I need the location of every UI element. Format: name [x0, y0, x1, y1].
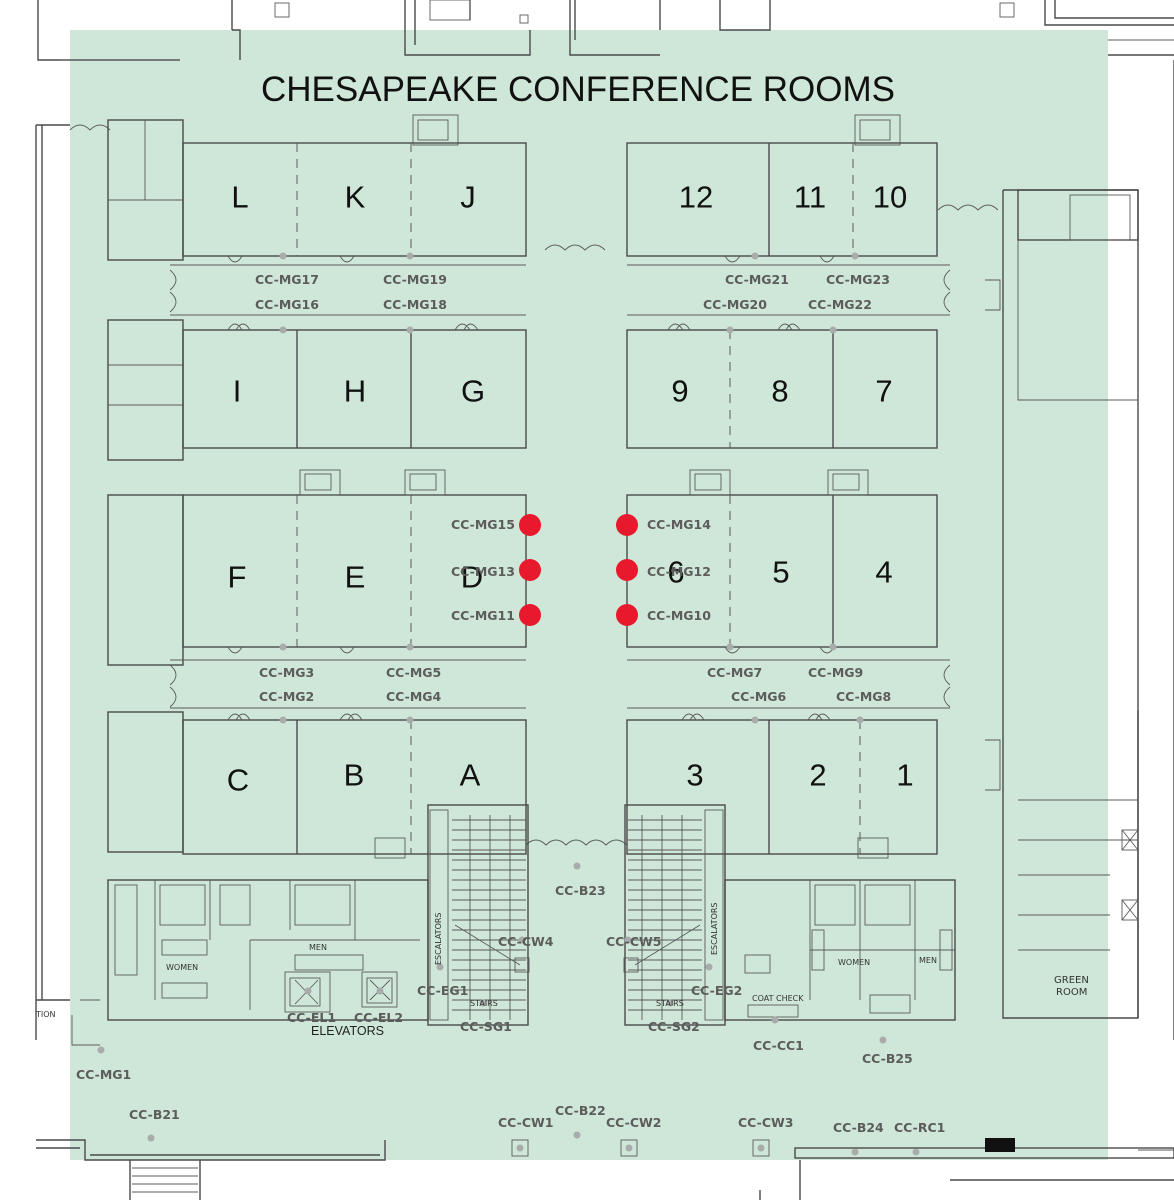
marker-label-mg4: CC-MG4: [386, 689, 442, 704]
room-walls: [169, 142, 999, 855]
green-room-label-line1: GREEN: [1054, 975, 1089, 986]
escalators-label-right: ESCALATORS: [710, 902, 719, 955]
marker-label-cw3: CC-CW3: [738, 1115, 793, 1130]
room-label-G: G: [461, 374, 485, 409]
marker-label-mg1: CC-MG1: [76, 1067, 131, 1082]
stairs-label-right: STAIRS: [656, 999, 684, 1008]
highlight-marker-mg10[interactable]: [616, 604, 638, 626]
room-label-11: 11: [794, 180, 826, 215]
room-label-D: D: [461, 560, 483, 595]
bottom-exterior-walls: [36, 1138, 1174, 1200]
room-label-6: 6: [667, 555, 684, 590]
escalators-label-left: ESCALATORS: [434, 912, 443, 965]
marker-label-mg2: CC-MG2: [259, 689, 314, 704]
marker-label-mg22: CC-MG22: [808, 297, 872, 312]
marker-label-mg8: CC-MG8: [836, 689, 891, 704]
room-label-J: J: [460, 180, 476, 215]
marker-label-eg2: CC-EG2: [691, 983, 742, 998]
marker-label-mg16: CC-MG16: [255, 297, 319, 312]
marker-label-b24: CC-B24: [833, 1120, 884, 1135]
men-label-left: MEN: [309, 943, 327, 952]
highlight-marker-mg15[interactable]: [519, 514, 541, 536]
marker-dots: [97, 252, 920, 1156]
marker-label-mg12: CC-MG12: [647, 564, 711, 579]
marker-label-mg14: CC-MG14: [647, 517, 711, 532]
marker-label-mg10: CC-MG10: [647, 608, 711, 623]
women-label-left: WOMEN: [166, 963, 198, 972]
room-label-7: 7: [875, 374, 892, 409]
room-label-3: 3: [686, 758, 703, 793]
stairwells: [299, 114, 901, 859]
marker-label-mg3: CC-MG3: [259, 665, 314, 680]
marker-label-mg9: CC-MG9: [808, 665, 863, 680]
highlight-marker-mg11[interactable]: [519, 604, 541, 626]
marker-label-cw4: CC-CW4: [498, 934, 554, 949]
coat-check-label: COAT CHECK: [752, 994, 804, 1003]
room-label-E: E: [345, 560, 366, 595]
marker-label-b25: CC-B25: [862, 1051, 913, 1066]
women-label-right: WOMEN: [838, 958, 870, 967]
marker-label-mg7: CC-MG7: [707, 665, 762, 680]
marker-label-cw2: CC-CW2: [606, 1115, 661, 1130]
map-title: CHESAPEAKE CONFERENCE ROOMS: [261, 70, 895, 109]
room-label-C: C: [227, 763, 249, 798]
marker-label-mg23: CC-MG23: [826, 272, 890, 287]
top-exterior-walls: [37, 0, 1174, 61]
marker-label-mg21: CC-MG21: [725, 272, 789, 287]
elevators-label: ELEVATORS: [311, 1024, 384, 1038]
marker-label-sg2: CC-SG2: [648, 1019, 700, 1034]
marker-label-mg19: CC-MG19: [383, 272, 447, 287]
marker-label-mg18: CC-MG18: [383, 297, 447, 312]
room-label-H: H: [344, 374, 366, 409]
marker-label-mg6: CC-MG6: [731, 689, 787, 704]
room-label-8: 8: [771, 374, 788, 409]
services-right: [724, 879, 956, 1021]
marker-label-mg17: CC-MG17: [255, 272, 319, 287]
marker-label-el1: CC-EL1: [287, 1010, 336, 1025]
marker-label-b21: CC-B21: [129, 1107, 180, 1122]
highlight-marker-mg14[interactable]: [616, 514, 638, 536]
cut-off-label: TION: [35, 1010, 56, 1019]
marker-label-mg15: CC-MG15: [451, 517, 515, 532]
marker-label-b22: CC-B22: [555, 1103, 606, 1118]
marker-label-cw1: CC-CW1: [498, 1115, 553, 1130]
marker-label-mg20: CC-MG20: [703, 297, 767, 312]
marker-label-cw5: CC-CW5: [606, 934, 661, 949]
marker-label-b23: CC-B23: [555, 883, 606, 898]
room-label-L: L: [231, 180, 248, 215]
marker-label-rc1: CC-RC1: [894, 1120, 945, 1135]
marker-label-sg1: CC-SG1: [460, 1019, 512, 1034]
marker-label-eg1: CC-EG1: [417, 983, 468, 998]
men-label-right: MEN: [919, 956, 937, 965]
stairs-label-left: STAIRS: [470, 999, 498, 1008]
conference-floor-area: [70, 30, 1108, 1160]
marker-label-cc1: CC-CC1: [753, 1038, 804, 1053]
room-label-2: 2: [809, 758, 826, 793]
marker-label-mg13: CC-MG13: [451, 564, 515, 579]
services-left: [71, 879, 429, 1046]
right-exterior-walls: [985, 60, 1174, 1040]
highlight-marker-mg13[interactable]: [519, 559, 541, 581]
room-label-I: I: [233, 374, 242, 409]
room-label-12: 12: [679, 180, 713, 215]
marker-label-mg5: CC-MG5: [386, 665, 441, 680]
room-label-1: 1: [896, 758, 913, 793]
room-label-F: F: [228, 560, 247, 595]
room-label-K: K: [345, 180, 366, 215]
room-label-9: 9: [671, 374, 688, 409]
marker-label-mg11: CC-MG11: [451, 608, 515, 623]
green-room-label-line2: ROOM: [1056, 987, 1087, 998]
highlight-marker-mg12[interactable]: [616, 559, 638, 581]
marker-label-el2: CC-EL2: [354, 1010, 403, 1025]
room-label-10: 10: [873, 180, 907, 215]
room-label-5: 5: [772, 555, 789, 590]
room-label-A: A: [460, 758, 481, 793]
room-label-B: B: [344, 758, 365, 793]
room-label-4: 4: [875, 555, 892, 590]
